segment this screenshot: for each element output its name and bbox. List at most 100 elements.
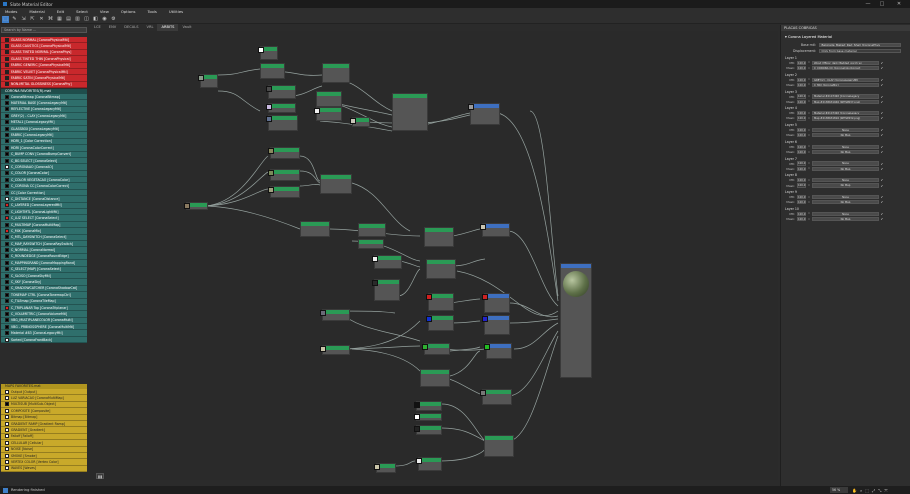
- spinner-icon[interactable]: ⇕: [807, 212, 811, 216]
- tab-arbits[interactable]: ARBITS: [157, 24, 179, 31]
- node[interactable]: [314, 107, 342, 121]
- layer-mtl-amount[interactable]: 100,0: [797, 127, 806, 133]
- node[interactable]: [268, 147, 300, 159]
- library-item[interactable]: Material #83 [CoronaLegacyMtl]: [1, 330, 87, 337]
- library-item[interactable]: C_SHADOWCATCHER [CoronaShadowCat]: [1, 285, 87, 293]
- node[interactable]: [268, 169, 300, 181]
- library-item[interactable]: C_LUZ SELECT [CoronaSelect]: [1, 215, 87, 222]
- select-by-material-icon[interactable]: ◉: [102, 16, 107, 22]
- spinner-icon[interactable]: ⇕: [807, 195, 811, 199]
- menu-item-select[interactable]: Select: [76, 9, 88, 14]
- node[interactable]: [392, 93, 428, 131]
- layer-mtl-amount[interactable]: 100,0: [797, 144, 806, 149]
- layer-mask-button[interactable]: No Map: [812, 183, 879, 188]
- enable-checkbox[interactable]: ✔: [880, 99, 884, 104]
- library-item[interactable]: Falloff [Falloff]: [1, 433, 87, 441]
- layer-mask-button[interactable]: No Map: [812, 216, 879, 222]
- spinner-icon[interactable]: ⇕: [807, 95, 811, 99]
- layer-mask-button[interactable]: No Map: [812, 133, 879, 138]
- layered-material-node[interactable]: [560, 263, 592, 378]
- enable-checkbox[interactable]: ✔: [880, 82, 884, 87]
- layer-mtl-amount[interactable]: 100,0: [797, 161, 806, 166]
- library-item[interactable]: C_CORONA CC [CoronaColorCorrect]: [1, 183, 87, 190]
- spinner-icon[interactable]: ⇕: [807, 78, 811, 82]
- library-item[interactable]: NOISE [Noise]: [1, 446, 87, 453]
- library-item[interactable]: C_SELECT(MAP) [CoronaSelect]: [1, 266, 87, 273]
- node[interactable]: [414, 413, 442, 421]
- layer-mask-amount[interactable]: 100,0: [797, 116, 806, 121]
- pan-icon[interactable]: ✋: [852, 487, 857, 493]
- layer-mtl-amount[interactable]: 100,0: [797, 111, 806, 116]
- layer-mask-button[interactable]: No Map: [812, 200, 879, 205]
- spinner-icon[interactable]: ⇕: [807, 217, 811, 221]
- spinner-icon[interactable]: ⇕: [807, 150, 811, 154]
- zoom-extents-icon[interactable]: ⤢: [872, 487, 876, 493]
- library-item[interactable]: GREY(2) - CLAY [CoronaLegacyMtl]: [1, 113, 87, 120]
- node[interactable]: [320, 309, 350, 321]
- spinner-icon[interactable]: ⇕: [807, 111, 811, 115]
- menu-item-edit[interactable]: Edit: [56, 9, 65, 14]
- library-item[interactable]: C_COLOR [CoronaColor]: [1, 170, 87, 178]
- menu-item-view[interactable]: View: [99, 9, 109, 14]
- layer-mask-button[interactable]: C_CORONA CC [CoronaColorCorrect: [812, 66, 879, 71]
- library-item[interactable]: C_MTL_DAYSWITCH [CoronaSelect]: [1, 234, 87, 241]
- enable-checkbox[interactable]: ✔: [880, 94, 884, 99]
- library-item[interactable]: C_BG SELECT [CoronaSelect]: [1, 157, 87, 165]
- library-item[interactable]: CC [Color Correction]: [1, 189, 87, 197]
- enable-checkbox[interactable]: ✔: [880, 161, 884, 166]
- node[interactable]: [266, 103, 296, 113]
- node[interactable]: [484, 343, 512, 359]
- library-item[interactable]: C_LAYERED [CoronaLayeredMtl]: [1, 202, 87, 210]
- library-item[interactable]: GLASS CAUSTICS [CoronaPhysicalMtl]: [1, 43, 87, 50]
- layer-mtl-button[interactable]: None: [812, 195, 879, 200]
- assign-material-icon[interactable]: ⇱: [30, 16, 35, 22]
- layer-mtl-button[interactable]: None: [812, 144, 879, 149]
- enable-checkbox[interactable]: ✔: [880, 133, 884, 138]
- node[interactable]: [198, 74, 218, 88]
- spinner-icon[interactable]: ⇕: [807, 167, 811, 171]
- node[interactable]: [374, 463, 396, 473]
- layer-mask-amount[interactable]: 100,0: [797, 82, 806, 88]
- spinner-icon[interactable]: ⇕: [807, 145, 811, 149]
- parameter-editor-icon[interactable]: ◧: [93, 16, 98, 22]
- layer-mtl-button[interactable]: Wood_Mfloor_dark [Padded_porch wi: [812, 60, 879, 66]
- library-item[interactable]: NON-METAL GLOSSINESS [CoronaPhy]: [1, 81, 87, 89]
- layer-mask-amount[interactable]: 100,0: [797, 99, 806, 104]
- library-item[interactable]: Sorted [CoronaFrontBack]: [1, 336, 87, 344]
- node[interactable]: [258, 46, 278, 60]
- node[interactable]: [350, 117, 370, 127]
- put-to-scene-icon[interactable]: ⇲: [21, 16, 26, 22]
- enable-checkbox[interactable]: ✔: [880, 60, 884, 65]
- library-item[interactable]: C_MIX [CoronaMix]: [1, 228, 87, 235]
- node[interactable]: [372, 279, 400, 301]
- spinner-icon[interactable]: ⇕: [807, 66, 811, 70]
- library-item[interactable]: SMOKE [Smoke]: [1, 452, 87, 460]
- tab-vault[interactable]: Vault: [182, 25, 192, 29]
- spinner-icon[interactable]: ⇕: [807, 83, 811, 87]
- library-item[interactable]: WAVES [Waves]: [1, 465, 87, 473]
- spinner-icon[interactable]: ⇕: [807, 162, 811, 166]
- enable-checkbox[interactable]: ✔: [880, 178, 884, 183]
- enable-checkbox[interactable]: ✔: [880, 144, 884, 149]
- tab-env[interactable]: ENV: [108, 25, 117, 29]
- library-item[interactable]: FABRIC VELVET [CoronaPhysicalMtl]: [1, 68, 87, 76]
- layer-mask-button[interactable]: C_MIX [CoronaMix]: [812, 82, 879, 88]
- node[interactable]: [482, 293, 510, 313]
- node[interactable]: [260, 63, 285, 79]
- menu-item-options[interactable]: Options: [120, 9, 136, 14]
- layer-mtl-button[interactable]: Material #2147492 [CoronaLegacy: [812, 111, 879, 116]
- library-item[interactable]: C_TILEmap [CoronaTileMap]: [1, 298, 87, 305]
- layer-mask-amount[interactable]: 100,0: [797, 183, 806, 188]
- menu-item-modes[interactable]: Modes: [5, 9, 18, 14]
- library-item[interactable]: C_SKY [CoronaSky]: [1, 279, 87, 286]
- library-item[interactable]: C_CORONAAO [CoronaAO]: [1, 164, 87, 171]
- base-mtl-button[interactable]: Belgrade_Maked_Red_Shell [CoronaPhys: [819, 42, 901, 48]
- delete-icon[interactable]: ✕: [39, 16, 44, 22]
- layer-mtl-button[interactable]: None: [812, 161, 879, 166]
- close-button[interactable]: ✕: [896, 1, 902, 7]
- spinner-icon[interactable]: ⇕: [807, 116, 811, 120]
- node[interactable]: [320, 174, 352, 194]
- layer-mtl-button[interactable]: GREY(2) - CLAY [CoronaLegacyMtl: [812, 77, 879, 82]
- maximize-button[interactable]: □: [879, 1, 885, 7]
- zoom-region-icon[interactable]: ⬚: [865, 487, 870, 493]
